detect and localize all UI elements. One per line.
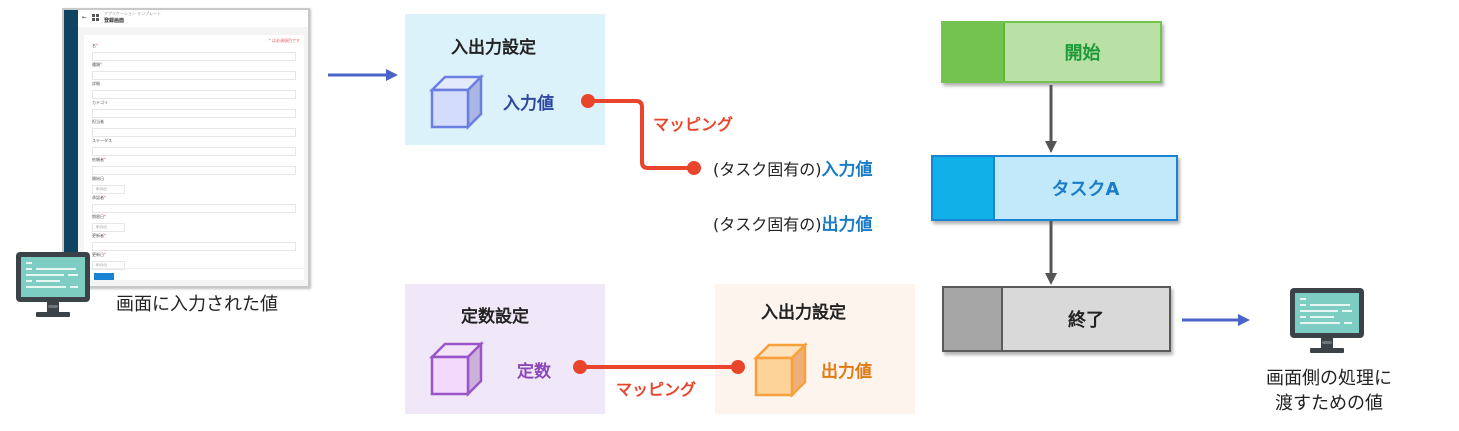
form-field: 更新者* — [92, 233, 296, 251]
flow-arrow-start-to-task — [1045, 85, 1057, 153]
text-input — [92, 166, 296, 175]
back-arrow-icon: ← — [82, 14, 88, 21]
form-field-label: 開始日 — [92, 176, 104, 181]
form-field: カテゴリ — [92, 100, 296, 118]
monitor-icon — [1290, 288, 1364, 353]
form-field: 詳細 — [92, 81, 296, 99]
connector-dot — [687, 161, 701, 175]
sidebar — [64, 10, 78, 286]
required-marker: * — [100, 62, 102, 67]
mapping-label-bottom: マッピング — [616, 380, 697, 399]
end-node-label: 終了 — [1068, 310, 1104, 331]
form-field: 承認者* — [92, 195, 296, 213]
panel-title: 入出力設定 — [451, 38, 536, 58]
monitor-icon — [16, 252, 90, 317]
flow-arrow-task-to-end — [1045, 221, 1057, 285]
input-value-cube-icon — [429, 74, 485, 130]
start-node-marker — [943, 23, 1005, 81]
date-input: 年/月/日 — [92, 185, 125, 194]
connector-dot — [731, 360, 745, 374]
task-output-prefix: (タスク固有の) — [713, 215, 822, 234]
output-value-label: 出力値 — [821, 362, 872, 382]
form-field-label: 担当者 — [92, 119, 104, 124]
date-input: 年/月/日 — [92, 261, 125, 270]
footer-divider — [84, 268, 304, 269]
form-field-label: ステータス — [92, 138, 112, 143]
text-input — [92, 147, 296, 156]
constant-settings-panel: 定数設定 定数 — [405, 284, 605, 414]
form-field: 期限日* 年/月/日 — [92, 214, 125, 232]
screen-input-caption: 画面に入力された値 — [116, 294, 278, 315]
form-field: 依頼者* — [92, 157, 296, 175]
required-marker: * — [104, 195, 106, 200]
form-screenshot-thumbnail: ← アプリケーション テンプレート 登録画面 * は必須項目です 名* 種類* 詳細… — [62, 8, 310, 288]
end-node-marker — [944, 288, 1003, 350]
text-input — [92, 242, 296, 251]
form-field-label: カテゴリ — [92, 100, 108, 105]
required-marker: * — [104, 252, 106, 257]
text-input — [92, 109, 296, 118]
form-field-label: 承認者* — [92, 195, 106, 200]
form-field-label: 更新日* — [92, 252, 106, 257]
form-field-label: 種類* — [92, 62, 102, 67]
task-input-prefix: (タスク固有の) — [713, 160, 822, 179]
form-field-label: 名* — [92, 43, 98, 48]
form-field-label: 依頼者* — [92, 157, 106, 162]
task-node-marker — [933, 157, 995, 219]
arrow-to-io-settings — [328, 69, 398, 81]
breadcrumb: アプリケーション テンプレート — [104, 11, 162, 16]
date-input: 年/月/日 — [92, 223, 125, 232]
text-input — [92, 71, 296, 80]
mapping-label-top: マッピング — [653, 115, 734, 134]
panel-title: 定数設定 — [461, 307, 529, 327]
constant-cube-icon — [429, 341, 485, 397]
constant-value-label: 定数 — [517, 362, 551, 382]
flow-node-start[interactable]: 開始 — [941, 21, 1162, 83]
text-input — [92, 204, 296, 213]
flow-node-end[interactable]: 終了 — [942, 286, 1171, 352]
text-input — [92, 52, 296, 61]
connector-dot — [573, 360, 587, 374]
save-button — [94, 273, 114, 280]
required-marker: * — [96, 43, 98, 48]
form-field: 開始日年/月/日 — [92, 176, 125, 194]
form-field: ステータス — [92, 138, 296, 156]
task-output-value: 出力値 — [821, 215, 873, 235]
io-settings-input-panel: 入出力設定 入力値 — [405, 14, 605, 145]
task-output-text: (タスク固有の)出力値 — [713, 210, 873, 235]
start-node-label: 開始 — [1064, 43, 1101, 64]
output-value-cube-icon — [753, 342, 809, 398]
mapping-connector-bottom — [573, 360, 745, 374]
page-title: 登録画面 — [104, 18, 125, 24]
form-field-label: 更新者* — [92, 233, 106, 238]
panel-title: 入出力設定 — [761, 303, 846, 323]
form-field: 名* — [92, 43, 296, 61]
screen-processing-caption-line1: 画面側の処理に — [1266, 368, 1392, 389]
required-marker: * — [104, 157, 106, 162]
text-input — [92, 128, 296, 137]
form-field: 更新日* 年/月/日 — [92, 252, 125, 270]
form-field: 種類* — [92, 62, 296, 80]
required-note: * は必須項目です — [268, 38, 300, 43]
mapping-connector-top — [581, 94, 701, 175]
required-marker: * — [104, 233, 106, 238]
required-marker: * — [104, 214, 106, 219]
task-input-value: 入力値 — [821, 160, 873, 180]
io-settings-output-panel: 入出力設定 出力値 — [715, 284, 915, 414]
screen-processing-caption-line2: 渡すための値 — [1275, 393, 1383, 414]
form-field: 担当者 — [92, 119, 296, 137]
flow-node-task[interactable]: タスクA — [931, 155, 1178, 221]
connector-dot — [581, 94, 595, 108]
task-node-label: タスクA — [1051, 179, 1120, 200]
app-grid-icon — [92, 14, 99, 21]
arrow-to-screen-processing — [1182, 314, 1250, 326]
text-input — [92, 90, 296, 99]
task-input-text: (タスク固有の)入力値 — [713, 155, 873, 180]
form-field-label: 期限日* — [92, 214, 106, 219]
form-field-label: 詳細 — [92, 81, 100, 86]
header-bar: ← アプリケーション テンプレート 登録画面 — [78, 10, 308, 27]
input-value-label: 入力値 — [503, 94, 554, 114]
